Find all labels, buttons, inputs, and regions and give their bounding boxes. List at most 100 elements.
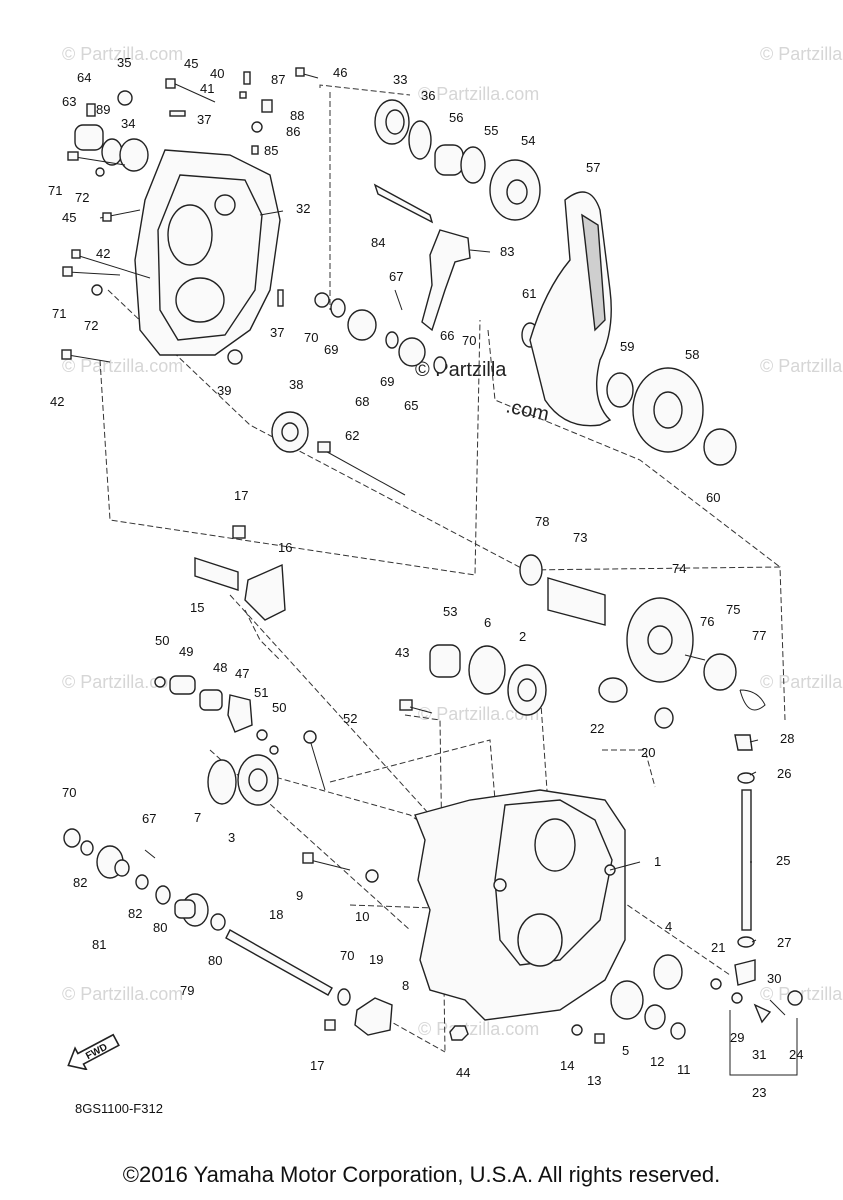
callout-number: 14: [560, 1058, 574, 1073]
callout-number: 10: [355, 909, 369, 924]
callout-number: 13: [587, 1073, 601, 1088]
callout-number: 48: [213, 660, 227, 675]
crankcase-1: [414, 789, 626, 1021]
left-mid-parts: [154, 675, 433, 806]
callout-number: 34: [121, 116, 135, 131]
callout-number: 35: [117, 55, 131, 70]
callout-number: 40: [210, 66, 224, 81]
callout-number: 20: [641, 745, 655, 760]
callout-number: 70: [62, 785, 76, 800]
callout-number: 6: [484, 615, 491, 630]
callout-number: 24: [789, 1047, 803, 1062]
upper-left-hardware: [61, 67, 319, 365]
callout-number: 59: [620, 339, 634, 354]
watermark-text: © Partzilla.com: [62, 44, 183, 64]
callout-number: 61: [522, 286, 536, 301]
callout-number: 69: [324, 342, 338, 357]
callout-number: 33: [393, 72, 407, 87]
watermark-text: © Partzilla.com: [62, 672, 183, 692]
callout-number: 58: [685, 347, 699, 362]
drive-chain-57: [529, 191, 612, 427]
callout-number: 69: [380, 374, 394, 389]
callout-number: 75: [726, 602, 740, 617]
callout-number: 3: [228, 830, 235, 845]
callout-number: 51: [254, 685, 268, 700]
callout-number: 80: [153, 920, 167, 935]
callout-number: 26: [777, 766, 791, 781]
callout-number: 22: [590, 721, 604, 736]
callout-number: 4: [665, 919, 672, 934]
callout-number: 27: [777, 935, 791, 950]
callout-number: 50: [155, 633, 169, 648]
callout-number: 79: [180, 983, 194, 998]
callout-number: 47: [235, 666, 249, 681]
callout-number: 36: [421, 88, 435, 103]
callout-number: 9: [296, 888, 303, 903]
callout-number: 16: [278, 540, 292, 555]
callout-number: 80: [208, 953, 222, 968]
callout-labels: 1 2 3 4 5 6 7 8 9 10 11 12 13 14 15 16 1…: [48, 55, 803, 1100]
callout-number: 29: [730, 1030, 744, 1045]
callout-number: 64: [77, 70, 91, 85]
callout-number: 71: [48, 183, 62, 198]
callout-number: 23: [752, 1085, 766, 1100]
callout-number: 77: [752, 628, 766, 643]
callout-number: 76: [700, 614, 714, 629]
case-cover-32: [134, 149, 281, 356]
upper-center-parts: [314, 99, 541, 374]
callout-number: 88: [290, 108, 304, 123]
callout-number: 67: [142, 811, 156, 826]
callout-number: 53: [443, 604, 457, 619]
watermark-text: © Partzilla.com: [418, 1019, 539, 1039]
lower-left-parts: [63, 828, 393, 1036]
callout-number: 41: [200, 81, 214, 96]
callout-number: 54: [521, 133, 535, 148]
callout-number: 2: [519, 629, 526, 644]
watermark-text: © Partzilla.com: [418, 704, 539, 724]
forward-direction-badge: FWD: [67, 1033, 120, 1070]
callout-number: 11: [677, 1062, 691, 1077]
callout-number: 62: [345, 428, 359, 443]
callout-number: 86: [286, 124, 300, 139]
callout-number: 63: [62, 94, 76, 109]
callout-number: 55: [484, 123, 498, 138]
watermark-layer: © Partzilla.com © Partzilla.com © Partzi…: [62, 44, 843, 1039]
watermark-text: © Partzilla.com: [418, 84, 539, 104]
callout-number: 37: [270, 325, 284, 340]
callout-number: 18: [269, 907, 283, 922]
callout-number: 42: [50, 394, 64, 409]
callout-number: 42: [96, 246, 110, 261]
leader-lines: [259, 210, 759, 943]
fwd-label: FWD: [84, 1042, 109, 1062]
callout-number: 30: [767, 971, 781, 986]
callout-number: 78: [535, 514, 549, 529]
callout-number: 49: [179, 644, 193, 659]
callout-number: 81: [92, 937, 106, 952]
callout-number: 82: [73, 875, 87, 890]
callout-number: 50: [272, 700, 286, 715]
callout-number: 31: [752, 1047, 766, 1062]
callout-number: 72: [75, 190, 89, 205]
callout-number: 60: [706, 490, 720, 505]
diagram-code: 8GS1100-F312: [75, 1101, 163, 1116]
callout-number: 17: [234, 488, 248, 503]
callout-number: 84: [371, 235, 385, 250]
callout-number: 87: [271, 72, 285, 87]
callout-number: 38: [289, 377, 303, 392]
watermark-text: © Partzilla.com: [62, 984, 183, 1004]
callout-number: 32: [296, 201, 310, 216]
callout-number: 15: [190, 600, 204, 615]
callout-number: 70: [462, 333, 476, 348]
callout-number: 45: [184, 56, 198, 71]
watermark-text: © Partzilla.com: [760, 672, 843, 692]
callout-number: 57: [586, 160, 600, 175]
callout-number: 21: [711, 940, 725, 955]
watermark-text: © Partzilla.com: [760, 356, 843, 376]
callout-number: 19: [369, 952, 383, 967]
watermark-text: © Partzilla.com: [760, 44, 843, 64]
callout-number: 68: [355, 394, 369, 409]
center-watermark: .com: [504, 395, 551, 426]
callout-number: 72: [84, 318, 98, 333]
lower-right-parts: [449, 734, 803, 1076]
